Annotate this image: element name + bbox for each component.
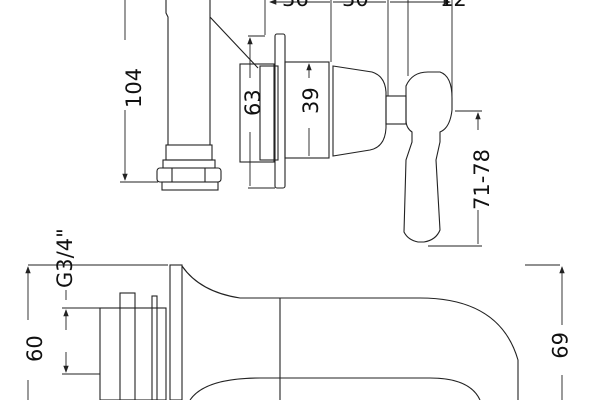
lower-dimensions: 60 G3/4" 69 xyxy=(23,228,571,400)
dim-36: 36 xyxy=(282,0,309,11)
dim-69: 69 xyxy=(547,332,571,359)
dim-30: 30 xyxy=(342,0,369,11)
spout-side-view xyxy=(99,264,519,400)
dim-60: 60 xyxy=(23,335,47,362)
dim-63: 63 xyxy=(241,89,265,116)
valve-side-view xyxy=(156,0,453,243)
dim-71-78: 71-78 xyxy=(470,149,494,210)
dim-104: 104 xyxy=(122,68,146,108)
dim-thread-g3-4: G3/4" xyxy=(53,228,77,288)
dim-12: 12 xyxy=(440,0,467,11)
upper-dimensions: 36 30 12 104 63 39 71-78 xyxy=(120,0,494,247)
dim-39: 39 xyxy=(299,87,323,114)
